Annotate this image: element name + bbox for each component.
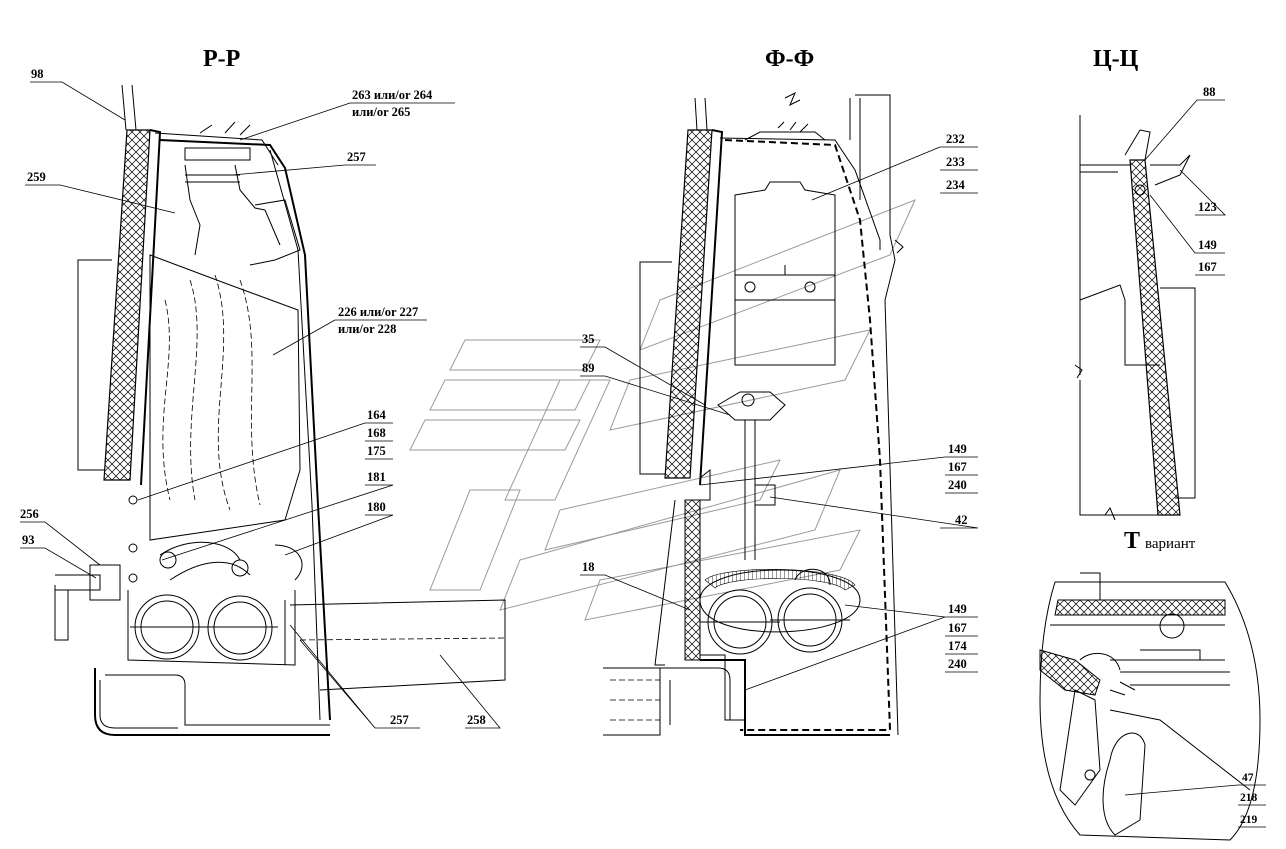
label-35: 35 xyxy=(582,332,595,346)
label-93: 93 xyxy=(22,533,35,547)
label-232: 232 xyxy=(946,132,965,146)
label-88: 88 xyxy=(1203,85,1216,99)
label-259: 259 xyxy=(27,170,46,184)
label-149b: 149 xyxy=(948,602,967,616)
label-149c: 149 xyxy=(1198,238,1217,252)
labels: 98 263 или/or 264 или/or 265 257 259 226… xyxy=(20,67,1258,826)
label-175: 175 xyxy=(367,444,386,458)
leaders-ff xyxy=(580,146,979,691)
leaders-cc xyxy=(1144,99,1226,276)
view-ff xyxy=(603,91,904,736)
label-123: 123 xyxy=(1198,200,1217,214)
section-title-pp: Р-Р xyxy=(203,46,240,72)
label-257a: 257 xyxy=(347,150,366,164)
label-42: 42 xyxy=(955,513,968,527)
label-18: 18 xyxy=(582,560,595,574)
section-title-t: Т xyxy=(1124,528,1140,554)
section-title-t-suffix: вариант xyxy=(1145,536,1196,552)
label-234: 234 xyxy=(946,178,966,192)
label-167a: 167 xyxy=(948,460,967,474)
label-98: 98 xyxy=(31,67,44,81)
label-180: 180 xyxy=(367,500,386,514)
view-cc xyxy=(1074,115,1196,521)
label-89: 89 xyxy=(582,361,595,375)
view-pp xyxy=(54,84,506,736)
label-226: 226 или/or 227 xyxy=(338,305,418,319)
label-164: 164 xyxy=(367,408,387,422)
label-258: 258 xyxy=(467,713,486,727)
label-265: или/or 265 xyxy=(352,105,410,119)
label-257b: 257 xyxy=(390,713,409,727)
label-167c: 167 xyxy=(1198,260,1217,274)
label-174: 174 xyxy=(948,639,968,653)
label-240a: 240 xyxy=(948,478,967,492)
view-t xyxy=(1039,572,1261,841)
label-256: 256 xyxy=(20,507,39,521)
label-47: 47 xyxy=(1242,772,1254,784)
label-218: 218 xyxy=(1240,792,1258,804)
label-219: 219 xyxy=(1240,814,1258,826)
watermark-logo xyxy=(409,199,916,621)
leaders-pp xyxy=(20,81,501,729)
section-title-ff: Ф-Ф xyxy=(765,46,814,72)
label-149a: 149 xyxy=(948,442,967,456)
label-228: или/or 228 xyxy=(338,322,396,336)
label-168: 168 xyxy=(367,426,386,440)
label-240b: 240 xyxy=(948,657,967,671)
label-233: 233 xyxy=(946,155,965,169)
label-181: 181 xyxy=(367,470,386,484)
section-title-cc: Ц-Ц xyxy=(1093,46,1139,72)
label-167b: 167 xyxy=(948,621,967,635)
label-263: 263 или/or 264 xyxy=(352,88,433,102)
leaders-t xyxy=(1124,784,1266,828)
